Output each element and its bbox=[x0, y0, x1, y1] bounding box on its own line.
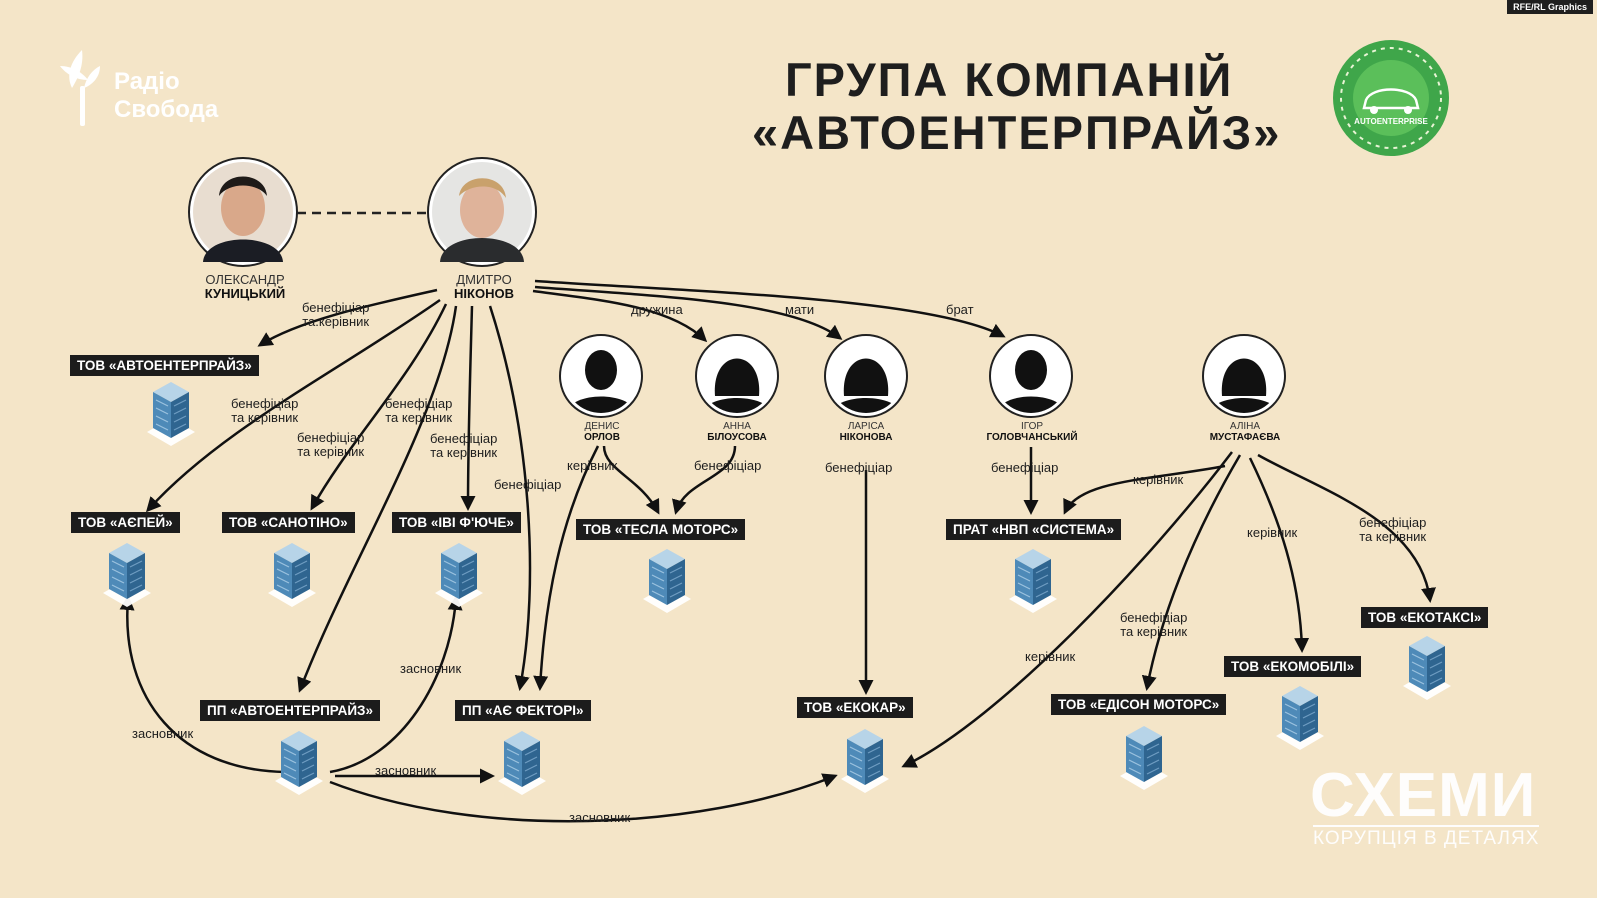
edge-nikonov-to-tov-sanotino bbox=[310, 303, 448, 511]
edge-label-manager: керівник bbox=[1025, 649, 1076, 664]
company-tov-ekomobili: ТОВ «ЕКОМОБІЛІ» bbox=[1224, 656, 1362, 677]
seal-text: AUTOENTERPRISE bbox=[1354, 117, 1428, 126]
photo-kunytskyi bbox=[188, 157, 298, 267]
building-icon bbox=[1275, 685, 1325, 751]
building-icon bbox=[1119, 725, 1169, 791]
radio-logo-line-1: Радіо bbox=[114, 68, 180, 95]
edge-nikonov-to-pp-ae-factory bbox=[488, 305, 532, 691]
edge-mustafaeva-to-ekokar bbox=[901, 451, 1233, 768]
title-line-1: ГРУПА КОМПАНІЙ bbox=[785, 53, 1234, 106]
edge-label-mother: мати bbox=[785, 302, 815, 317]
company-tov-aepei: ТОВ «АЄПЕЙ» bbox=[71, 512, 180, 533]
edge-orlov-to-tesla bbox=[602, 445, 660, 515]
photo-nikonov bbox=[427, 157, 537, 267]
silhouette-male-orlov bbox=[559, 334, 643, 418]
schemes-logo-subtitle: КОРУПЦІЯ В ДЕТАЛЯХ bbox=[1313, 825, 1540, 850]
building-icon bbox=[642, 548, 692, 614]
building-icon bbox=[1402, 635, 1452, 701]
edge-pp-to-ekokar bbox=[329, 773, 838, 823]
silhouette-female-lorysa bbox=[824, 334, 908, 418]
edge-label-manager: керівник bbox=[567, 458, 618, 473]
edge-label-beneficiary: бенефіціар bbox=[494, 477, 562, 492]
building-icon bbox=[497, 730, 547, 796]
title-line-2: «АВТОЕНТЕРПРАЙЗ» bbox=[752, 106, 1282, 159]
company-pp-avtoenterprise: ПП «АВТОЕНТЕРПРАЙЗ» bbox=[200, 700, 381, 721]
edge-label-beneficiary: бенефіціар bbox=[991, 460, 1059, 475]
edge-nikonov-to-lorysa bbox=[534, 285, 843, 340]
edge-label-manager: керівник bbox=[1133, 472, 1184, 487]
edge-mustafaeva-to-ekotaxi bbox=[1257, 453, 1436, 603]
company-tov-ivi-future: ТОВ «ІВІ Ф'ЮЧЕ» bbox=[392, 512, 521, 533]
edge-label-founder: засновник bbox=[569, 810, 631, 825]
edge-mustafaeva-to-ekomobili bbox=[1248, 457, 1310, 653]
edge-bilousova-to-tesla bbox=[672, 445, 737, 515]
edge-label-founder: засновник bbox=[132, 726, 194, 741]
building-icon bbox=[434, 542, 484, 608]
edge-label-wife: дружина bbox=[631, 302, 683, 317]
building-icon bbox=[146, 381, 196, 447]
edge-nikonov-to-holovchanskyi bbox=[534, 279, 1006, 338]
edge-nikonov-to-tov-aepei bbox=[145, 298, 441, 513]
building-icon bbox=[267, 542, 317, 608]
edge-label-manager: керівник bbox=[1247, 525, 1298, 540]
edge-pp-to-aepei bbox=[119, 595, 286, 774]
company-tov-edison-motors: ТОВ «ЕДІСОН МОТОРС» bbox=[1051, 694, 1227, 715]
edge-label-beneficiary: бенефіціар bbox=[694, 458, 762, 473]
edge-nikonov-to-tov-ivi bbox=[460, 305, 476, 511]
company-tov-ekotaxi: ТОВ «ЕКОТАКСІ» bbox=[1361, 607, 1489, 628]
edge-orlov-to-ae-factory bbox=[533, 445, 600, 691]
edge-label-founder: засновник bbox=[375, 763, 437, 778]
edge-nikonov-to-tov-avtoenterprise bbox=[257, 288, 438, 347]
radio-logo-icon bbox=[60, 50, 100, 126]
building-icon bbox=[840, 728, 890, 794]
silhouette-male-holovchanskyi bbox=[989, 334, 1073, 418]
company-tov-sanotino: ТОВ «САНОТІНО» bbox=[222, 512, 355, 533]
silhouette-female-mustafaeva bbox=[1202, 334, 1286, 418]
edge-mustafaeva-to-edison bbox=[1141, 454, 1242, 691]
radio-svoboda-logo: Радіо Свобода bbox=[114, 68, 218, 124]
company-tov-ekokar: ТОВ «ЕКОКАР» bbox=[797, 697, 913, 718]
building-icon bbox=[1008, 548, 1058, 614]
schemes-logo: СХЕМИ bbox=[1310, 761, 1537, 830]
company-tov-avtoenterprise: ТОВ «АВТОЕНТЕРПРАЙЗ» bbox=[70, 355, 259, 376]
edge-mustafaeva-to-systema bbox=[1063, 464, 1226, 515]
building-icon bbox=[102, 542, 152, 608]
credit-label: RFE/RL Graphics bbox=[1507, 0, 1593, 14]
edge-label-founder: засновник bbox=[400, 661, 462, 676]
building-icon bbox=[274, 730, 324, 796]
radio-logo-line-2: Свобода bbox=[114, 96, 219, 123]
company-tov-tesla-motors: ТОВ «ТЕСЛА МОТОРС» bbox=[576, 519, 746, 540]
autoenterprise-seal-icon: AUTOENTERPRISE bbox=[1333, 40, 1449, 156]
edge-nikonov-to-pp-avtoenterprise bbox=[297, 305, 458, 693]
edge-label-brother: брат bbox=[946, 302, 974, 317]
edge-pp-to-ivi bbox=[329, 595, 463, 774]
edge-nikonov-to-bilousova bbox=[532, 289, 708, 343]
silhouette-female-bilousova bbox=[695, 334, 779, 418]
company-pp-ae-factory: ПП «АЄ ФЕКТОРІ» bbox=[455, 700, 591, 721]
company-prat-systema: ПРАТ «НВП «СИСТЕМА» bbox=[946, 519, 1122, 540]
edge-label-beneficiary: бенефіціар bbox=[825, 460, 893, 475]
